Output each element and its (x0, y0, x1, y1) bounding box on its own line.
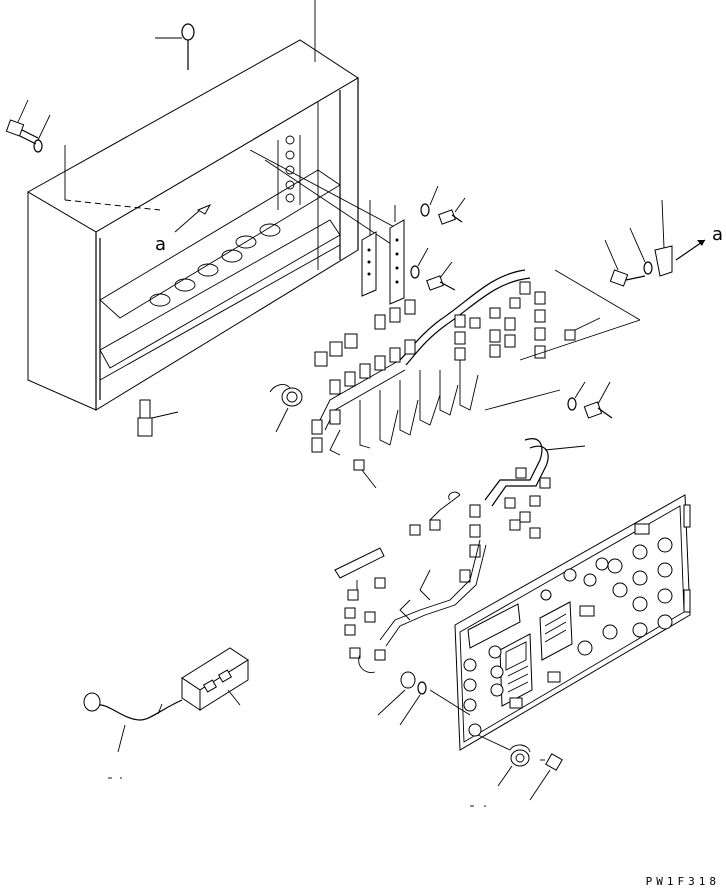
bolt-washer-mid-right (567, 381, 613, 419)
bolt-washer-clip-right (604, 199, 706, 287)
control-unit-display (539, 601, 573, 661)
eye-bolt (155, 0, 316, 70)
monitor-unit (499, 633, 533, 707)
panel-wiring-harness (334, 438, 586, 673)
bracket-plates (361, 200, 405, 305)
control-cabinet (26, 39, 401, 411)
panel-sensor-screw (497, 744, 563, 801)
bolts-upper-middle (410, 185, 466, 291)
sensor-switch (137, 399, 179, 437)
main-wiring-harness (269, 269, 641, 489)
remote-switch-box (83, 647, 249, 753)
ref-a-arrow: a (712, 224, 723, 245)
pressure-sensor (281, 387, 303, 407)
ref-a-in-cabinet: a (155, 234, 166, 255)
panel-switches (463, 523, 673, 737)
nut-washer-panel (377, 671, 471, 726)
instrument-panel (454, 494, 691, 751)
terminal-strip (277, 135, 301, 210)
bolt-washer-left (5, 99, 66, 200)
drawing-code: PW1F318 (645, 875, 720, 888)
